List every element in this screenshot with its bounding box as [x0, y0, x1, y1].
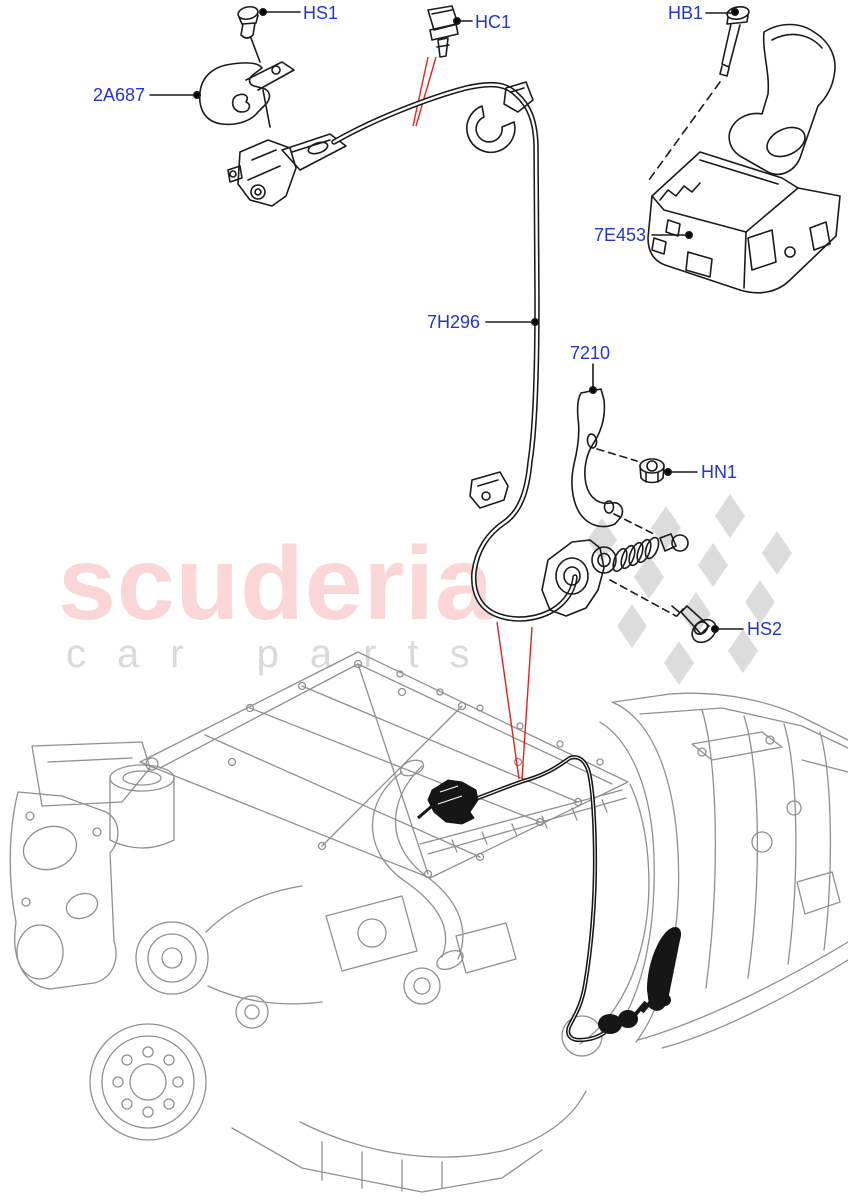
flag-check-cell — [664, 641, 694, 685]
7h296-leader — [485, 317, 539, 326]
hb1-leader — [705, 8, 739, 17]
hn1-leader — [663, 467, 698, 476]
assembly-line-lever-to-ball — [613, 513, 655, 535]
flag-check-cell — [745, 580, 775, 624]
hb1-bolt-illustration — [719, 5, 750, 77]
watermark-subtext: car parts — [66, 632, 501, 676]
clip-hc1-illustration — [427, 5, 459, 58]
hs2-bolt-illustration — [671, 605, 717, 644]
part-label-2a687[interactable]: 2A687 — [93, 85, 146, 105]
hs1-leader — [258, 8, 301, 17]
7210-leader — [588, 363, 597, 394]
part-label-hs1[interactable]: HS1 — [303, 3, 339, 23]
2a687-leader — [149, 91, 202, 100]
hs1-bolt-illustration — [237, 5, 261, 63]
flag-check-cell — [698, 543, 728, 587]
shifter-module-7e453-illustration — [647, 23, 841, 294]
flag-check-cell — [634, 555, 664, 599]
selector-lever-7210-illustration — [571, 388, 624, 528]
assembly-line-to-hs2 — [609, 579, 677, 617]
transmission-illustration — [561, 692, 848, 1057]
damper-assembly-illustration — [541, 533, 689, 617]
part-label-hs2[interactable]: HS2 — [747, 619, 783, 639]
cable-end-lever-illustration — [227, 133, 347, 207]
cable-7h296-illustration — [331, 81, 578, 622]
flag-check-cell — [651, 506, 681, 550]
assembly-line-hb1-to-module — [648, 81, 721, 181]
7e453-leader — [651, 231, 693, 240]
flag-check-cell — [762, 531, 792, 575]
part-label-7h296[interactable]: 7H296 — [427, 312, 481, 332]
part-label-7210[interactable]: 7210 — [570, 343, 611, 363]
watermark-brand-text: scuderia — [58, 526, 494, 642]
engine-illustration — [9, 651, 650, 1193]
part-label-hb1[interactable]: HB1 — [668, 3, 704, 23]
nut-hn1-illustration — [639, 458, 665, 484]
flag-check-cell — [617, 604, 647, 648]
part-label-7e453[interactable]: 7E453 — [594, 225, 647, 245]
part-label-hn1[interactable]: HN1 — [701, 462, 738, 482]
installed-cable-illustration — [417, 755, 682, 1043]
bracket-2a687-illustration — [198, 61, 295, 128]
part-label-hc1[interactable]: HC1 — [475, 12, 512, 32]
checkered-flag-watermark-icon — [587, 494, 792, 685]
flag-check-cell — [715, 494, 745, 538]
assembly-line-lever-to-nut — [596, 448, 638, 462]
hc1-leader — [452, 16, 473, 25]
callout-lines — [412, 56, 533, 780]
hs2-leader — [710, 624, 744, 633]
flag-check-cell — [728, 629, 758, 673]
